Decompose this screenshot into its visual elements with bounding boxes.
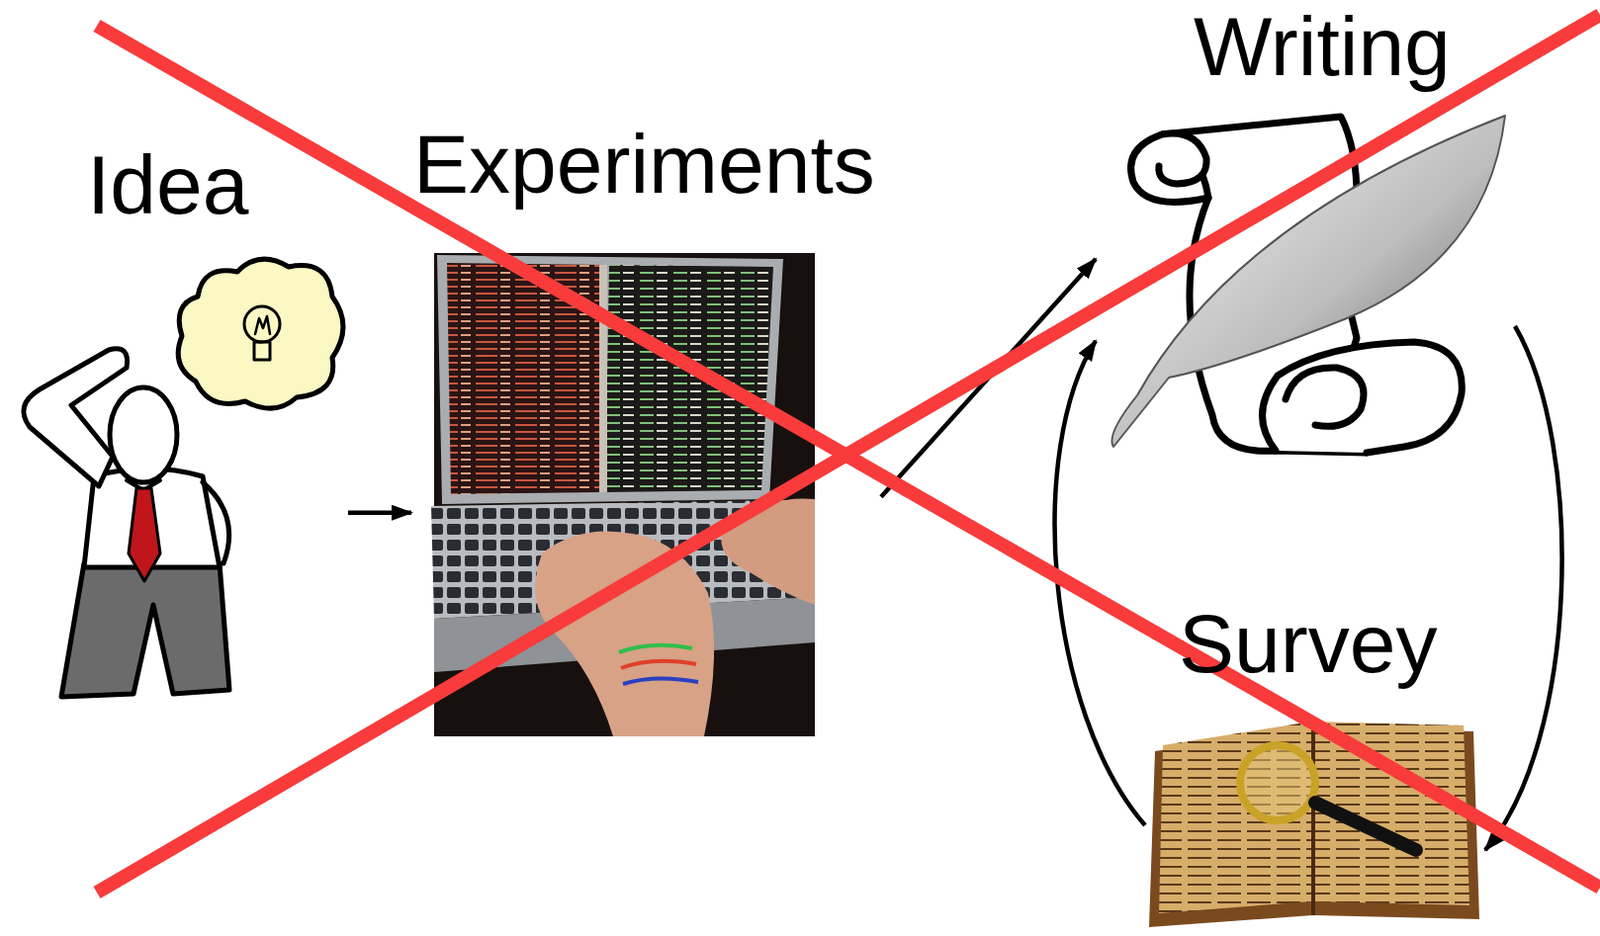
flow-arrow	[1485, 326, 1563, 851]
node-label: Idea	[87, 143, 250, 227]
figure-node: Survey	[1147, 602, 1484, 931]
flow-arrow	[348, 510, 412, 516]
node-label: Writing	[1193, 4, 1451, 89]
figure-node: Experiments	[413, 122, 880, 738]
scroll-quill	[1111, 115, 1506, 453]
figure-node: Idea	[9, 138, 347, 712]
thinking-person	[23, 259, 344, 698]
figure-node: Writing	[1097, 4, 1513, 465]
node-label: Experiments	[413, 122, 876, 206]
node-label: Survey	[1178, 602, 1437, 686]
cross-stroke	[96, 14, 1600, 893]
book-magnifier	[1149, 721, 1480, 928]
